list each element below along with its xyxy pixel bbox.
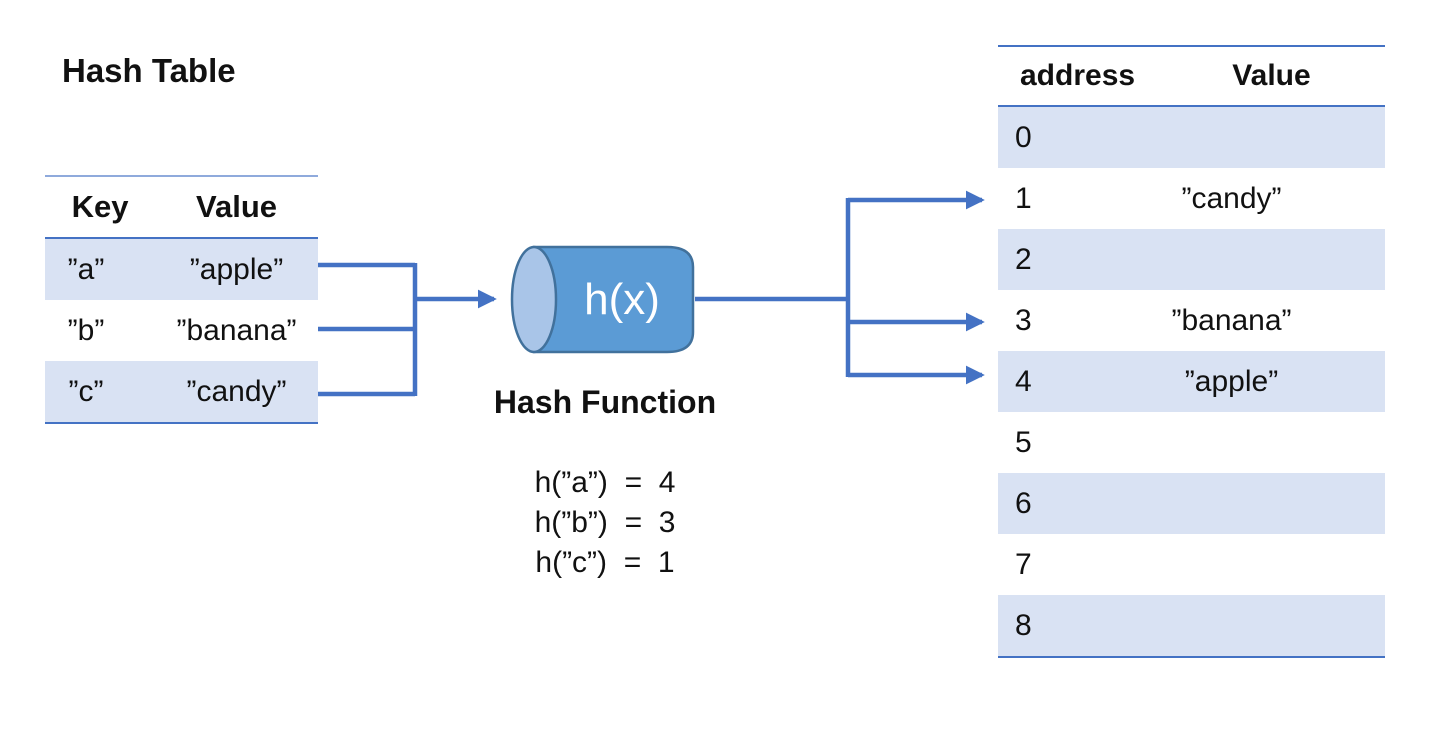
value-cell: ”candy”	[1181, 181, 1282, 215]
table-row: 4 ”apple”	[998, 351, 1385, 412]
key-value-table: Key Value ”a” ”apple” ”b” ”banana” ”c” ”…	[45, 175, 318, 424]
address-cell: 7	[1015, 547, 1032, 581]
value-cell	[1148, 229, 1385, 290]
table-row: 7	[998, 534, 1385, 595]
table-row: 1 ”candy”	[998, 168, 1385, 229]
diagram-title: Hash Table	[62, 52, 236, 89]
hash-formula: h(”a”) = 4	[534, 466, 676, 499]
hash-formula: h(”c”) = 1	[535, 546, 675, 579]
address-cell: 4	[1015, 364, 1032, 398]
key-column-header: Key	[71, 189, 129, 224]
key-cell: ”b”	[67, 313, 105, 347]
hash-cylinder-cap	[510, 245, 558, 354]
address-cell: 1	[1015, 181, 1032, 215]
hash-function-symbol: h(x)	[584, 275, 660, 324]
table-row: ”b” ”banana”	[45, 300, 318, 361]
address-cell: 2	[1015, 242, 1032, 276]
table-row: 6	[998, 473, 1385, 534]
hash-cylinder-body	[532, 245, 695, 354]
address-cell: 0	[1015, 120, 1032, 154]
hash-formula: h(”b”) = 3	[534, 506, 676, 539]
table-row: 3 ”banana”	[998, 290, 1385, 351]
table-row: ”c” ”candy”	[45, 361, 318, 424]
hash-function-caption: Hash Function	[493, 384, 717, 420]
address-column-header: address	[1020, 59, 1136, 92]
hash-formula-list: h(”a”) = 4 h(”b”) = 3 h(”c”) = 1	[455, 463, 755, 583]
value-column-header: Value	[196, 189, 277, 224]
value-cell: ”banana”	[176, 313, 297, 347]
table-row: 8	[998, 595, 1385, 658]
table-row: 0	[998, 107, 1385, 168]
address-cell: 6	[1015, 486, 1032, 520]
value-cell	[1148, 412, 1385, 473]
value-cell	[1148, 534, 1385, 595]
value-cell	[1148, 473, 1385, 534]
value-cell	[1148, 107, 1385, 168]
address-value-table: address Value 0 1 ”candy” 2 3 ”banana” 4…	[998, 45, 1385, 658]
table-row: 2	[998, 229, 1385, 290]
address-cell: 3	[1015, 303, 1032, 337]
value-cell: ”apple”	[1184, 364, 1279, 398]
key-value-table-header: Key Value	[45, 177, 318, 239]
value-cell: ”banana”	[1171, 303, 1292, 337]
key-cell: ”a”	[67, 252, 105, 286]
table-row: 5	[998, 412, 1385, 473]
value-cell: ”candy”	[186, 374, 287, 408]
key-cell: ”c”	[68, 374, 104, 408]
address-cell: 8	[1015, 608, 1032, 642]
value-column-header: Value	[1232, 59, 1311, 92]
address-cell: 5	[1015, 425, 1032, 459]
value-cell	[1148, 595, 1385, 656]
address-value-table-header: address Value	[998, 47, 1385, 107]
value-cell: ”apple”	[189, 252, 284, 286]
table-row: ”a” ”apple”	[45, 239, 318, 300]
